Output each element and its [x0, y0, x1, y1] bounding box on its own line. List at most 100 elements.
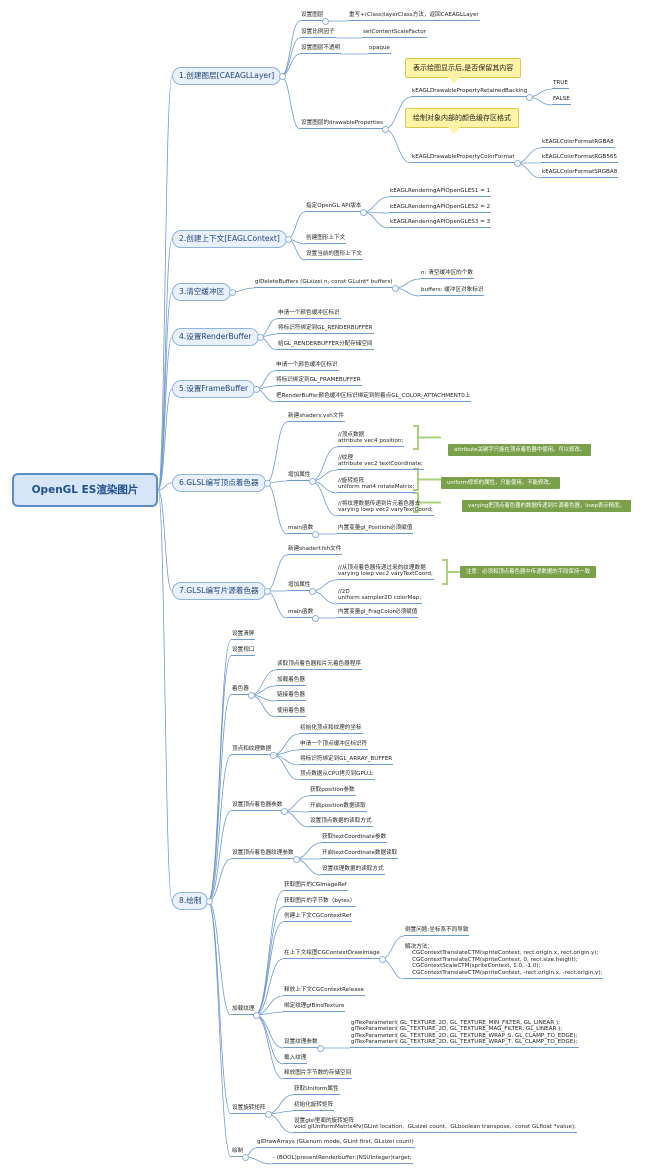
- branch-node-s8d1[interactable]: 初始化顶点和纹理的坐标: [299, 725, 363, 734]
- branch-node-s8d4[interactable]: 顶点数据从CPU拷贝到GPU上: [299, 771, 375, 780]
- root-node[interactable]: OpenGL ES渲染图片: [12, 473, 158, 507]
- collapse-toggle-s1a[interactable]: [322, 18, 329, 25]
- collapse-toggle-s3a[interactable]: [392, 285, 399, 292]
- branch-node-s8g[interactable]: 加载纹理: [231, 1006, 256, 1015]
- branch-node-s1d2a[interactable]: kEAGLColorFormatRGBA8: [541, 139, 615, 148]
- collapse-toggle-s8e[interactable]: [281, 808, 288, 815]
- branch-node-s6b2[interactable]: //纹理 attribute vec2 textCoordinate;: [337, 455, 424, 471]
- collapse-toggle-s8g7[interactable]: [317, 1045, 324, 1052]
- branch-node-s7a[interactable]: 新建shaderf.fsh文件: [287, 546, 343, 555]
- branch-node-s6b1[interactable]: //顶点数据 attribute vec4 position;: [337, 432, 405, 448]
- branch-node-s8c1[interactable]: 读取顶点着色器和片元着色器程序: [276, 661, 362, 670]
- branch-node-s8d2[interactable]: 申请一个顶点缓冲区标识符: [299, 741, 369, 750]
- branch-node-s5c[interactable]: 把RenderBuffer颜色缓冲区标识绑定到附着点GL_COLOR_ATTAC…: [275, 393, 472, 402]
- collapse-toggle-s1d2[interactable]: [514, 160, 521, 167]
- branch-node-s8f1[interactable]: 获取textCoordinate参数: [321, 834, 388, 843]
- branch-node-s2b[interactable]: 创建图形上下文: [305, 235, 347, 244]
- branch-node-s8g5[interactable]: 释放上下文CGContextRelease: [283, 987, 365, 996]
- branch-node-s8g1[interactable]: 获取图片的CGImageRef: [283, 882, 348, 891]
- branch-node-s8g4b[interactable]: 解决方法： CGContextTranslateCTM(spriteContex…: [404, 944, 604, 979]
- collapse-toggle-s7b[interactable]: [309, 588, 316, 595]
- collapse-toggle-s1[interactable]: [279, 73, 286, 80]
- collapse-toggle-s8c[interactable]: [248, 692, 255, 699]
- collapse-toggle-s1d[interactable]: [382, 126, 389, 133]
- branch-node-s7c[interactable]: main函数: [287, 609, 315, 618]
- branch-node-s8d3[interactable]: 将标识符绑定到GL_ARRAY_BUFFER: [299, 756, 394, 765]
- branch-node-s1a1[interactable]: 重写+(Class)layerClass方法，返回CAEAGLLayer: [348, 12, 480, 21]
- collapse-toggle-s6b[interactable]: [309, 478, 316, 485]
- collapse-toggle-s8g[interactable]: [253, 1012, 260, 1019]
- branch-node-s8g2[interactable]: 获取图片的字节数（bytes）: [283, 898, 357, 907]
- branch-node-s3a1[interactable]: n: 清空缓冲区的个数: [420, 270, 474, 279]
- branch-node-s8g4[interactable]: 在上下文绘图CGContextDrawImage: [283, 950, 381, 959]
- branch-node-s3a2[interactable]: buffers: 缓冲区对象标识: [420, 287, 485, 296]
- branch-node-s8h1[interactable]: 获取Uniform属性: [293, 1086, 340, 1095]
- section-node-s4[interactable]: 4.设置RenderBuffer: [172, 328, 259, 346]
- collapse-toggle-s2[interactable]: [285, 236, 292, 243]
- collapse-toggle-s7[interactable]: [264, 588, 271, 595]
- branch-node-s7b2[interactable]: //2D uniform sampler2D colorMap;: [337, 589, 423, 605]
- collapse-toggle-s8d[interactable]: [270, 752, 277, 759]
- collapse-toggle-s3[interactable]: [229, 289, 236, 296]
- branch-node-s1d[interactable]: 设置图层的drawableProperties: [300, 120, 385, 129]
- branch-node-s4c[interactable]: 给GL_RENDERBUFFER分配存储空间: [277, 341, 374, 350]
- collapse-toggle-s7c[interactable]: [312, 615, 319, 622]
- branch-node-s8e2[interactable]: 开启position数据读取: [309, 803, 367, 812]
- section-node-s3[interactable]: 3.清空缓冲区: [172, 283, 232, 301]
- branch-node-s2a[interactable]: 指定OpenGL API版本: [305, 203, 363, 212]
- collapse-toggle-s1d1[interactable]: [526, 94, 533, 101]
- collapse-toggle-s4[interactable]: [257, 334, 264, 341]
- branch-node-s8c2[interactable]: 加载着色器: [276, 677, 306, 686]
- collapse-toggle-s5[interactable]: [253, 386, 260, 393]
- collapse-toggle-s8g4[interactable]: [379, 956, 386, 963]
- section-node-s1[interactable]: 1.创建图层[CAEAGLLayer]: [172, 67, 282, 85]
- branch-node-s1a[interactable]: 设置图层: [300, 12, 325, 21]
- branch-node-s1b[interactable]: 设置比例因子: [300, 29, 336, 38]
- section-node-s2[interactable]: 2.创建上下文[EAGLContext]: [172, 230, 287, 248]
- branch-node-s8i[interactable]: 绘制: [231, 1148, 245, 1157]
- branch-node-s1d1a[interactable]: TRUE: [552, 80, 569, 89]
- section-node-s8[interactable]: 8.绘制: [172, 892, 209, 910]
- collapse-toggle-s6c[interactable]: [312, 531, 319, 538]
- branch-node-s7b1[interactable]: //从顶点着色器传递过来的纹理数据 varying lowp vec2 vary…: [337, 565, 434, 581]
- collapse-toggle-s8[interactable]: [206, 898, 213, 905]
- branch-node-s1b1[interactable]: setContentScaleFactor: [362, 29, 427, 38]
- branch-node-s1c1[interactable]: opaque: [368, 45, 391, 54]
- branch-node-s8a[interactable]: 设置清屏: [231, 631, 256, 640]
- collapse-toggle-s8i[interactable]: [242, 1154, 249, 1161]
- branch-node-s8g8[interactable]: 载入纹理: [283, 1055, 308, 1064]
- branch-node-s1d1b[interactable]: FALSE: [552, 96, 571, 105]
- branch-node-s6c1[interactable]: 内置变量gl_Position必须赋值: [337, 525, 414, 534]
- branch-node-s8i1[interactable]: glDrawArrays (GLenum mode, GLint first, …: [256, 1139, 415, 1148]
- branch-node-s8f3[interactable]: 设置纹理数据的读取方式: [321, 866, 385, 875]
- branch-node-s8c[interactable]: 着色器: [231, 686, 250, 695]
- branch-node-s8f[interactable]: 设置顶点着色器纹理参数: [231, 850, 295, 859]
- collapse-toggle-s6[interactable]: [264, 480, 271, 487]
- branch-node-s6b[interactable]: 增加属性: [287, 472, 312, 481]
- branch-node-s8g6[interactable]: 绑定纹理glBindTexture: [283, 1003, 346, 1012]
- branch-node-s1c[interactable]: 设置图层不透明: [300, 45, 342, 54]
- branch-node-s8c4[interactable]: 使用着色器: [276, 708, 306, 717]
- branch-node-s1d2b[interactable]: kEAGLColorFormatRGB565: [541, 154, 619, 163]
- branch-node-s8g4a[interactable]: 倒置问题:坐标系不同导致: [404, 927, 470, 936]
- branch-node-s5b[interactable]: 将标识绑定到GL_FRAMEBUFFER: [275, 377, 362, 386]
- branch-node-s8c3[interactable]: 链接着色器: [276, 692, 306, 701]
- branch-node-s8h[interactable]: 设置旋转矩阵: [231, 1105, 267, 1114]
- branch-node-s8i2[interactable]: - (BOOL)presentRenderbuffer:(NSUInteger)…: [272, 1155, 413, 1164]
- branch-node-s8e3[interactable]: 设置顶点数据的读取方式: [309, 818, 373, 827]
- branch-node-s8d[interactable]: 顶点和纹理数据: [231, 746, 273, 755]
- collapse-toggle-s2a[interactable]: [360, 209, 367, 216]
- branch-node-s3a[interactable]: glDeleteBuffers (GLsizei n, const GLuint…: [254, 279, 394, 288]
- branch-node-s6b4[interactable]: //将纹理数据传递到片元着色器去 varying lowp vec2 varyT…: [337, 501, 434, 517]
- branch-node-s8h3[interactable]: 设置glsl里面的旋转矩阵 void glUniformMatrix4fv(GL…: [293, 1118, 577, 1134]
- branch-node-s2c[interactable]: 设置当前的图形上下文: [305, 251, 363, 260]
- branch-node-s8b[interactable]: 设置视口: [231, 647, 256, 656]
- branch-node-s8g3[interactable]: 创建上下文CGContextRef: [283, 913, 353, 922]
- section-node-s6[interactable]: 6.GLSL编写顶点着色器: [172, 474, 266, 492]
- branch-node-s6b3[interactable]: //旋转矩阵 uniform mat4 rotateMatrix;: [337, 478, 416, 494]
- branch-node-s6c[interactable]: main函数: [287, 525, 315, 534]
- branch-node-s1d2[interactable]: kEAGLDrawablePropertyColorFormat: [411, 154, 516, 163]
- branch-node-s1d1[interactable]: kEAGLDrawablePropertyRetainedBacking: [411, 88, 529, 97]
- branch-node-s4a[interactable]: 申请一个颜色缓冲区标识: [277, 310, 341, 319]
- collapse-toggle-s8f[interactable]: [293, 856, 300, 863]
